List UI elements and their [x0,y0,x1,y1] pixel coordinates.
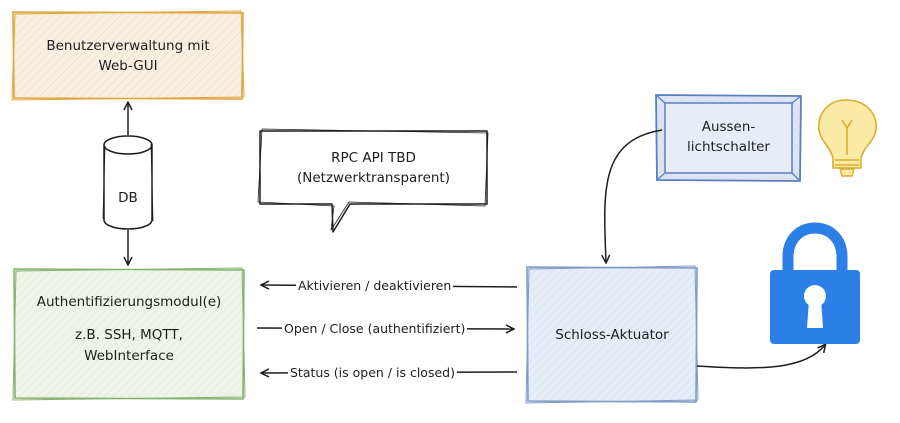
auth-module-line2: z.B. SSH, MQTT, [75,327,183,343]
auth-module-box [12,267,246,401]
rpc-speech-bubble [257,128,489,233]
rpc-note-text: RPC API TBD (Netzwerktransparent) [260,148,487,188]
edge-label-activate: Aktivieren / deaktivieren [296,278,454,294]
lock-actuator-box [525,265,699,404]
lightbulb-icon [818,99,877,177]
user-admin-label-line1: Benutzerverwaltung mit [46,38,210,54]
user-admin-label-line2: Web-GUI [98,58,158,74]
actuator-to-padlock-arrow [696,345,825,369]
lock-actuator-label: Schloss-Aktuator [555,327,669,343]
database-label: DB [118,190,138,206]
database-cylinder [102,135,154,230]
auth-module-label: Authentifizierungsmodul(e) z.B. SSH, MQT… [14,292,244,367]
edge-label-open-close: Open / Close (authentifiziert) [282,321,468,337]
auth-module-spacer [14,313,244,325]
auth-module-title: Authentifizierungsmodul(e) [36,294,222,310]
user-admin-box [11,10,245,101]
light-switch-label: Aussen- lichtschalter [665,117,792,157]
light-switch-line2: lichtschalter [687,139,770,155]
light-switch-line1: Aussen- [701,119,756,135]
rpc-note-line2: (Netzwerktransparent) [297,170,450,186]
rpc-note-line1: RPC API TBD [331,150,416,166]
switch-to-actuator-arrow [605,129,663,262]
padlock-icon [770,222,860,344]
edge-label-status: Status (is open / is closed) [288,365,457,381]
user-admin-label: Benutzerverwaltung mit Web-GUI [13,36,243,76]
auth-module-line3: WebInterface [84,348,174,364]
light-switch-box [655,94,802,182]
